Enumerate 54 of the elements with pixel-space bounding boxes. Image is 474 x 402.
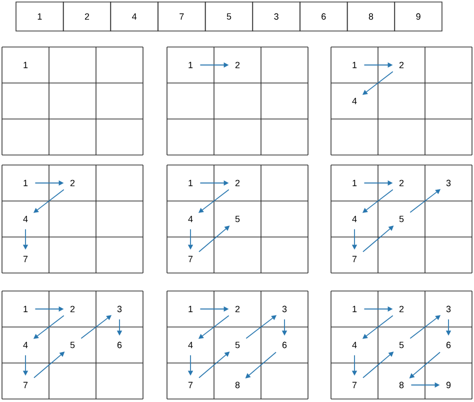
number-label: 1: [188, 62, 193, 68]
number-label: 3: [282, 306, 287, 312]
number-label: 1: [24, 62, 28, 68]
number-label: 4: [188, 342, 193, 348]
number-label: 5: [399, 216, 404, 222]
number-label: 1: [188, 306, 193, 312]
number-label: 1: [24, 306, 28, 312]
number-label: 4: [352, 216, 357, 222]
table-cell: 7: [158, 2, 206, 32]
number-label: 7: [188, 256, 193, 262]
number-label: 2: [70, 306, 75, 312]
number-label: 6: [446, 342, 451, 348]
number-label: 7: [188, 382, 193, 388]
table-cell: 4: [110, 2, 158, 32]
number-label: 4: [188, 216, 193, 222]
number-label: 7: [23, 256, 28, 262]
number-label: 7: [352, 256, 357, 262]
table-cell: 9: [394, 2, 442, 32]
number-label: 5: [235, 342, 240, 348]
number-label: 2: [235, 62, 240, 68]
number-label: 7: [352, 382, 357, 388]
number-label: 2: [70, 180, 75, 186]
number-label: 4: [23, 216, 28, 222]
table-cell: 6: [300, 2, 348, 32]
number-label: 5: [70, 342, 75, 348]
number-label: 2: [235, 306, 240, 312]
number-label: 9: [446, 382, 451, 388]
number-label: 7: [23, 382, 28, 388]
table-cell: 8: [346, 2, 396, 32]
number-label: 3: [446, 180, 451, 186]
number-label: 1: [352, 306, 357, 312]
number-label: 2: [399, 62, 404, 68]
table-cell: 5: [204, 2, 254, 32]
table-cell: 3: [252, 2, 300, 32]
number-label: 6: [282, 342, 287, 348]
number-label: 3: [446, 306, 451, 312]
number-label: 3: [117, 306, 122, 312]
number-label: 6: [117, 342, 122, 348]
number-label: 1: [24, 180, 28, 186]
table-cell: 1: [16, 2, 64, 32]
number-label: 8: [399, 382, 404, 388]
number-label: 8: [235, 382, 240, 388]
number-label: 4: [352, 342, 357, 348]
number-label: 1: [188, 180, 193, 186]
number-label: 2: [399, 306, 404, 312]
number-label: 1: [352, 180, 357, 186]
number-label: 5: [235, 216, 240, 222]
number-label: 2: [399, 180, 404, 186]
number-label: 4: [352, 98, 357, 104]
number-label: 1: [352, 62, 357, 68]
number-label: 2: [235, 180, 240, 186]
number-label: 4: [23, 342, 28, 348]
number-label: 5: [399, 342, 404, 348]
table-cell: 2: [62, 2, 112, 32]
